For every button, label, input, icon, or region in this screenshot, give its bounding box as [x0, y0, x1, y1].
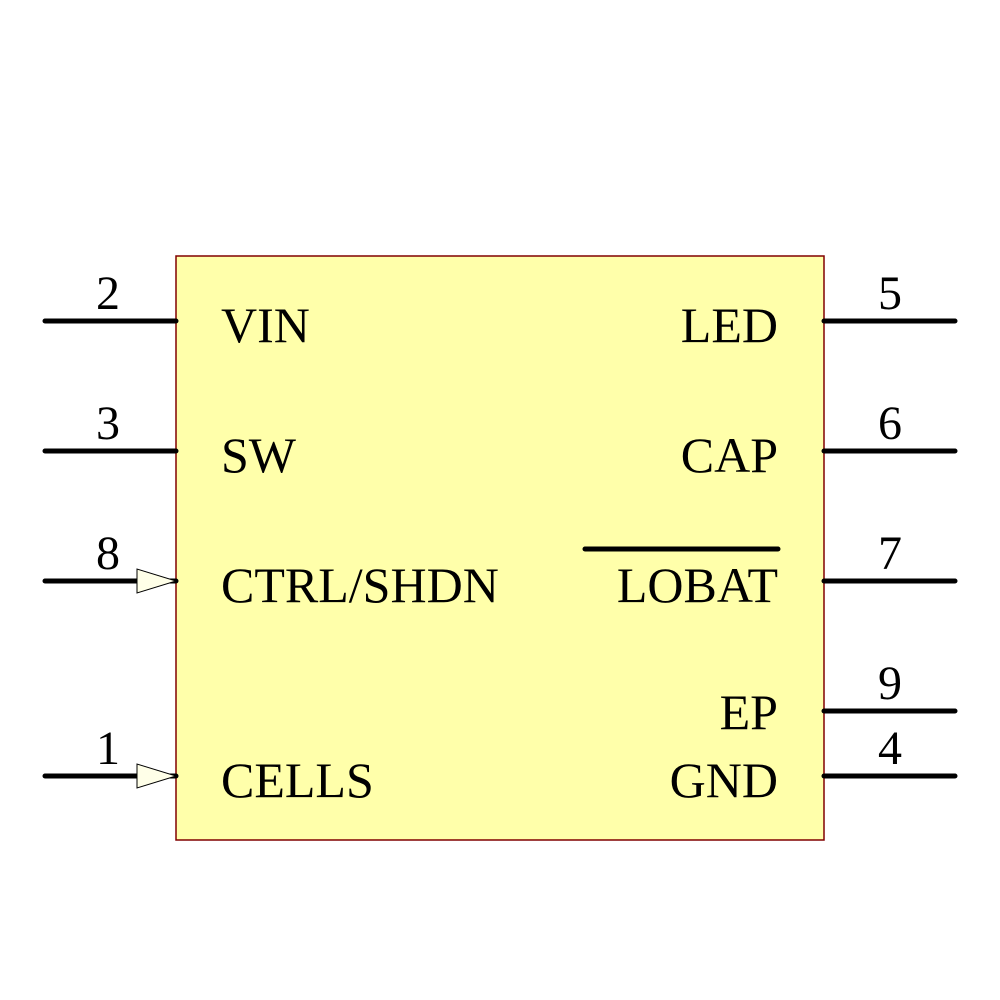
pin-name: LOBAT: [617, 557, 778, 613]
input-arrow-icon: [136, 568, 178, 594]
pin-number: 4: [878, 722, 902, 775]
pin-number: 9: [878, 657, 902, 710]
pin-name: CTRL/SHDN: [221, 557, 499, 613]
pin-name: VIN: [221, 297, 310, 353]
pin-name: LED: [681, 297, 778, 353]
pin-number: 5: [878, 267, 902, 320]
pin-name: SW: [221, 427, 297, 483]
pin-number: 6: [878, 397, 902, 450]
pin-number: 7: [878, 527, 902, 580]
pin-9-ep[interactable]: 9 EP: [720, 657, 958, 740]
pin-2-vin[interactable]: 2 VIN: [42, 267, 310, 353]
pin-5-led[interactable]: 5 LED: [681, 267, 958, 353]
pin-number: 2: [96, 267, 120, 320]
pin-name: CAP: [681, 427, 778, 483]
pin-number: 8: [96, 527, 120, 580]
pin-3-sw[interactable]: 3 SW: [42, 397, 297, 483]
pin-number: 3: [96, 397, 120, 450]
pin-number: 1: [96, 722, 120, 775]
input-arrow-icon: [136, 763, 178, 789]
pin-1-cells[interactable]: 1 CELLS: [42, 722, 374, 808]
pin-7-lobat[interactable]: 7 LOBAT: [582, 527, 958, 613]
pin-name: EP: [720, 684, 778, 740]
pin-6-cap[interactable]: 6 CAP: [681, 397, 958, 483]
pin-4-gnd[interactable]: 4 GND: [670, 722, 958, 808]
pin-name: GND: [670, 752, 778, 808]
pin-8-ctrl-shdn[interactable]: 8 CTRL/SHDN: [42, 527, 499, 613]
pin-name: CELLS: [221, 752, 374, 808]
